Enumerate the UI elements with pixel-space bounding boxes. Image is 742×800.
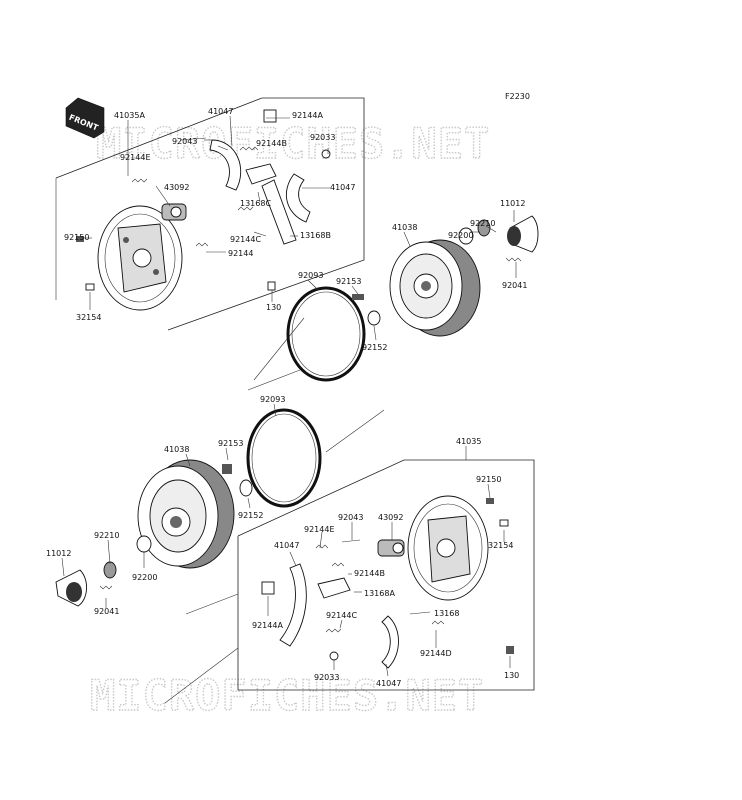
label-92200-a: 92200 <box>448 231 473 240</box>
figure-code: F2230 <box>505 92 530 101</box>
label-92043-a: 92043 <box>172 137 197 146</box>
label-92144B-b: 92144B <box>354 569 385 578</box>
label-13168C: 13168C <box>240 199 271 208</box>
part-labels: 41035A 41047 92144A 92043 92144B 92033 9… <box>46 107 527 688</box>
label-92153-a: 92153 <box>336 277 361 286</box>
bolts-upper <box>76 236 276 291</box>
label-13168: 13168 <box>434 609 459 618</box>
brake-shoe-lower-1 <box>279 563 307 647</box>
levers-lower <box>261 539 445 661</box>
label-41035: 41035 <box>456 437 481 446</box>
label-41035A: 41035A <box>114 111 145 120</box>
label-92144E-a: 92144E <box>120 153 151 162</box>
label-41047-d: 41047 <box>376 679 401 688</box>
label-11012-b: 11012 <box>46 549 71 558</box>
leader-lines <box>61 115 517 677</box>
label-92144C-b: 92144C <box>326 611 357 620</box>
backing-plate-upper <box>97 205 183 311</box>
label-92144A-b: 92144A <box>252 621 283 630</box>
label-92144-a: 92144 <box>228 249 253 258</box>
label-11012-a: 11012 <box>500 199 525 208</box>
label-41047-a: 41047 <box>208 107 233 116</box>
brake-shoe-upper-2 <box>285 173 311 223</box>
label-43092-a: 43092 <box>164 183 189 192</box>
label-130-a: 130 <box>266 303 281 312</box>
front-arrow-icon: FRONT <box>65 97 105 139</box>
seal-ring-upper <box>286 286 366 382</box>
springs-upper <box>131 137 259 247</box>
label-92033-b: 92033 <box>314 673 339 682</box>
label-92093-a: 92093 <box>298 271 323 280</box>
wheel-cylinder-upper <box>161 203 187 221</box>
seal-ring-lower <box>246 408 322 508</box>
label-92210-a: 92210 <box>470 219 495 228</box>
label-92144D: 92144D <box>420 649 452 658</box>
label-92144A-a: 92144A <box>292 111 323 120</box>
label-92153-b: 92153 <box>218 439 243 448</box>
wheel-cylinder-lower <box>377 539 405 557</box>
label-13168B: 13168B <box>300 231 331 240</box>
label-41047-c: 41047 <box>274 541 299 550</box>
label-92152-a: 92152 <box>362 343 387 352</box>
label-92150-a: 92150 <box>64 233 89 242</box>
label-92041-b: 92041 <box>94 607 119 616</box>
drum-bolts-upper <box>352 294 381 326</box>
watermark-bottom: MICROFICHES.NET <box>90 671 484 720</box>
brake-shoe-upper-1 <box>209 139 242 191</box>
bolts-lower <box>486 498 514 654</box>
label-92152-b: 92152 <box>238 511 263 520</box>
label-92144B-a: 92144B <box>256 139 287 148</box>
label-41038-a: 41038 <box>392 223 417 232</box>
reference-lines <box>164 317 385 704</box>
label-41038-b: 41038 <box>164 445 189 454</box>
levers-upper <box>245 109 331 245</box>
label-32154-a: 32154 <box>76 313 101 322</box>
label-92150-b: 92150 <box>476 475 501 484</box>
label-92093-b: 92093 <box>260 395 285 404</box>
brake-shoe-lower-2 <box>381 615 399 669</box>
label-92200-b: 92200 <box>132 573 157 582</box>
watermark-top: MICROFICHES.NET <box>96 119 490 168</box>
label-92210-b: 92210 <box>94 531 119 540</box>
lower-group-outline <box>237 459 535 691</box>
hub-parts-upper <box>458 215 539 262</box>
label-92144E-b: 92144E <box>304 525 335 534</box>
brake-drum-upper <box>389 239 481 337</box>
upper-group-outline <box>55 97 365 331</box>
label-41047-b: 41047 <box>330 183 355 192</box>
brake-drum-lower <box>137 459 235 569</box>
label-13168A: 13168A <box>364 589 395 598</box>
label-92144C-a: 92144C <box>230 235 261 244</box>
drum-bolts-lower <box>222 464 253 497</box>
label-130-b: 130 <box>504 671 519 680</box>
label-32154-b: 32154 <box>488 541 513 550</box>
backing-plate-lower <box>407 495 489 601</box>
label-92033-a: 92033 <box>310 133 335 142</box>
label-43092-b: 43092 <box>378 513 403 522</box>
label-92041-a: 92041 <box>502 281 527 290</box>
hub-parts-lower <box>55 535 152 607</box>
label-92043-b: 92043 <box>338 513 363 522</box>
